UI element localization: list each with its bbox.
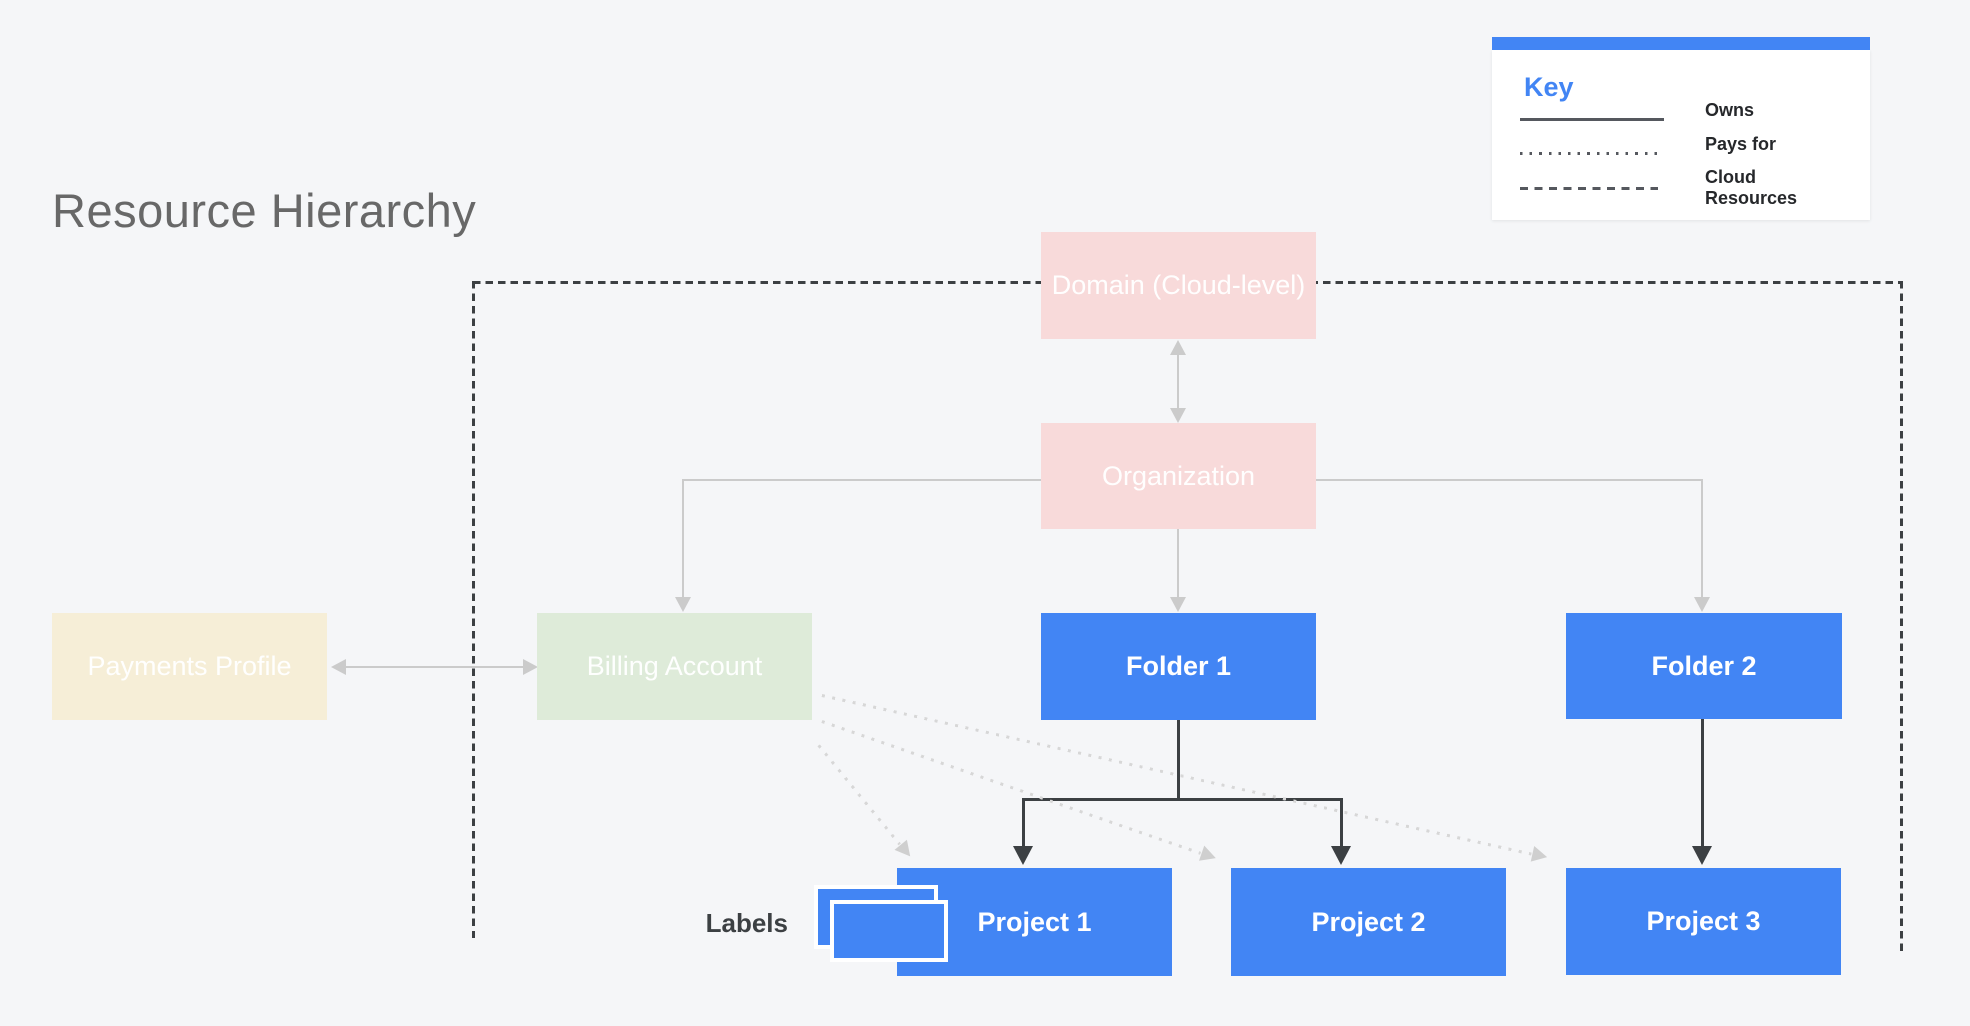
node-folder1: Folder 1 (1041, 613, 1316, 720)
arrowhead-to-folder1-icon (1170, 597, 1186, 612)
key-label-pays-for: Pays for (1705, 134, 1777, 154)
dotted-line (821, 719, 1202, 855)
line-domain-organization (1177, 354, 1179, 410)
key-title: Key (1524, 72, 1574, 102)
pays-for-arrowhead-project2-icon (1199, 845, 1219, 866)
key-label-cloud-resources: Cloud Resources (1705, 167, 1798, 208)
arrowhead-to-project2-icon (1331, 846, 1351, 865)
folder1-stem-line (1177, 719, 1180, 800)
node-organization: Organization (1041, 423, 1316, 529)
owns-line-to-folder1 (1177, 528, 1179, 599)
node-domain: Domain (Cloud-level) (1041, 232, 1316, 339)
arrowhead-to-domain-icon (1170, 340, 1186, 355)
node-payments-profile: Payments Profile (52, 613, 327, 720)
line-payments-billing (345, 666, 527, 668)
solid-line-sample-icon (1520, 118, 1664, 121)
arrowhead-to-payments-profile-icon (331, 659, 346, 675)
key-legend: Key Owns Pays for Cloud Resources (1492, 50, 1870, 220)
pays-for-arrowhead-project3-icon (1530, 846, 1549, 865)
dashed-line-sample-icon (1520, 187, 1658, 190)
cloud-boundary-left-dashed-line (472, 281, 475, 938)
pays-for-line-project1 (817, 744, 917, 862)
labels-caption: Labels (705, 908, 788, 938)
pays-for-line-project2 (821, 719, 1219, 866)
dotted-line (817, 744, 902, 846)
owns-line-to-billing-account (682, 479, 684, 599)
labels-stack-icon (830, 900, 948, 962)
line-to-project2 (1340, 798, 1343, 848)
line-folder2-to-project3 (1701, 719, 1704, 847)
key-label-owns: Owns (1705, 100, 1755, 120)
key-header-bar (1492, 37, 1870, 50)
node-billing-account: Billing Account (537, 613, 812, 720)
node-project2: Project 2 (1231, 868, 1506, 976)
arrowhead-to-project3-icon (1692, 846, 1712, 865)
arrowhead-to-project1-icon (1013, 846, 1033, 865)
arrowhead-to-billing-account-right-icon (523, 659, 538, 675)
arrowhead-to-folder2-icon (1694, 597, 1710, 612)
arrowhead-to-billing-account-icon (675, 597, 691, 612)
folder1-tbar-line (1022, 798, 1342, 801)
page-title: Resource Hierarchy (52, 184, 477, 237)
cloud-boundary-right-dashed-line (1900, 281, 1903, 951)
node-folder2: Folder 2 (1566, 613, 1842, 719)
dotted-line-sample-icon (1520, 152, 1664, 155)
node-project3: Project 3 (1566, 868, 1841, 975)
owns-line-to-folder2 (1701, 479, 1703, 599)
arrowhead-to-organization-icon (1170, 408, 1186, 423)
line-to-project1 (1022, 798, 1025, 848)
